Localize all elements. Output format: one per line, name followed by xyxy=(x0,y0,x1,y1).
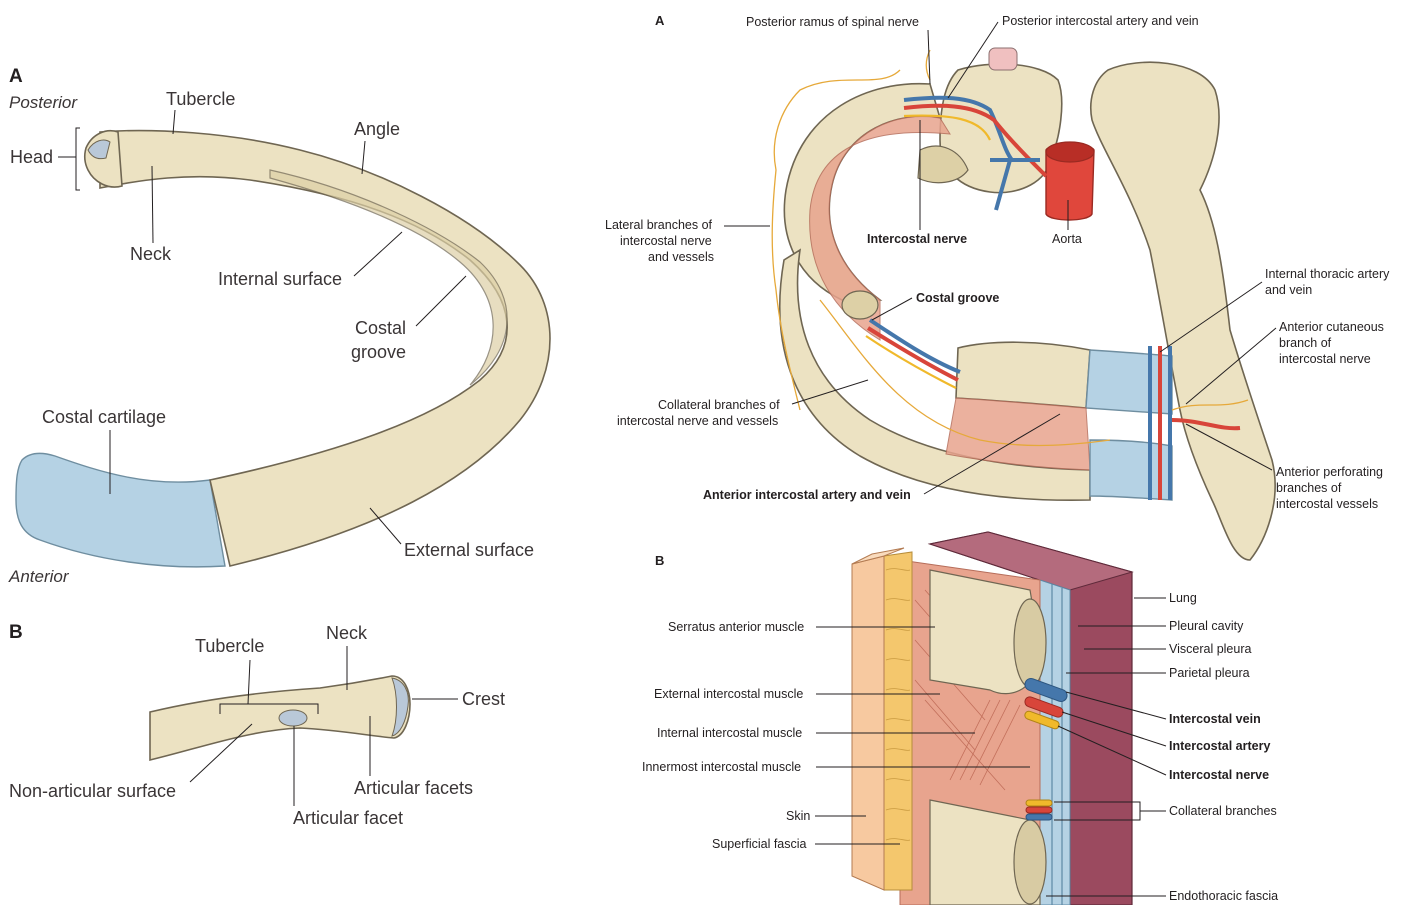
rib-posterior-end-illustration xyxy=(150,676,410,760)
external-surface-label: External surface xyxy=(404,540,534,560)
tubercle-b-label: Tubercle xyxy=(195,636,264,656)
tubercle-leader xyxy=(173,110,175,134)
head-leader xyxy=(58,128,80,190)
costal-groove-a-label: Costal groove xyxy=(916,291,999,305)
neck-label: Neck xyxy=(130,244,172,264)
panel-b-letter: B xyxy=(9,622,23,643)
panel-a-letter: A xyxy=(9,66,23,87)
spinal-cord-shape xyxy=(989,48,1017,70)
aorta-label: Aorta xyxy=(1052,232,1082,246)
posterior-intercostal-label: Posterior intercostal artery and vein xyxy=(1002,14,1199,28)
internal-thoracic-label-2: and vein xyxy=(1265,283,1312,297)
endothoracic-fascia-label: Endothoracic fascia xyxy=(1169,889,1278,903)
internal-thoracic-label-1: Internal thoracic artery xyxy=(1265,267,1390,281)
internal-intercostal-label: Internal intercostal muscle xyxy=(657,726,802,740)
parietal-pleura-label: Parietal pleura xyxy=(1169,666,1250,680)
angle-leader xyxy=(362,141,365,174)
lateral-branches-label-2: intercostal nerve xyxy=(620,234,712,248)
pleural-cavity-label: Pleural cavity xyxy=(1169,619,1244,633)
chest-wall-block-illustration xyxy=(852,532,1132,905)
posterior-label: Posterior xyxy=(9,93,78,112)
anterior-perforating-label-2: branches of xyxy=(1276,481,1342,495)
lateral-branches-label-3: and vessels xyxy=(648,250,714,264)
intercostal-nerve-b-label: Intercostal nerve xyxy=(1169,768,1269,782)
articular-facet-shape xyxy=(279,710,307,726)
internal-surface-label: Internal surface xyxy=(218,269,342,289)
articular-facet-label: Articular facet xyxy=(293,808,403,828)
posterior-ramus-label: Posterior ramus of spinal nerve xyxy=(746,15,919,29)
intercostal-artery-label: Intercostal artery xyxy=(1169,739,1270,753)
innermost-intercostal-label: Innermost intercostal muscle xyxy=(642,760,801,774)
collateral-a-label-1: Collateral branches of xyxy=(658,398,780,412)
panel-a-right-letter: A xyxy=(655,13,665,28)
anterior-rib-shape xyxy=(956,342,1090,408)
collateral-a-label-2: intercostal nerve and vessels xyxy=(617,414,778,428)
external-intercostal-label: External intercostal muscle xyxy=(654,687,803,701)
intercostal-nerve-a-label: Intercostal nerve xyxy=(867,232,967,246)
costal-groove-leader xyxy=(416,276,466,326)
rib-cross-section-shape xyxy=(842,291,878,319)
costal-groove-label-2: groove xyxy=(351,342,406,362)
anterior-cutaneous-label-1: Anterior cutaneous xyxy=(1279,320,1384,334)
panel-b-right-letter: B xyxy=(655,553,664,568)
collateral-branches-label: Collateral branches xyxy=(1169,804,1277,818)
skin-label: Skin xyxy=(786,809,810,823)
angle-label: Angle xyxy=(354,119,400,139)
serratus-anterior-label: Serratus anterior muscle xyxy=(668,620,804,634)
superficial-fascia-label: Superficial fascia xyxy=(712,837,807,851)
lateral-branches-label-1: Lateral branches of xyxy=(605,218,713,232)
non-articular-surface-label: Non-articular surface xyxy=(9,781,176,801)
anterior-perforating-label-1: Anterior perforating xyxy=(1276,465,1383,479)
anterior-perforating-label-3: intercostal vessels xyxy=(1276,497,1378,511)
articular-facets-label: Articular facets xyxy=(354,778,473,798)
anterior-label: Anterior xyxy=(8,567,70,586)
internal-surface-leader xyxy=(354,232,402,276)
rib-illustration xyxy=(16,131,550,567)
collateral-branches-shape xyxy=(1026,814,1052,820)
skin-shape xyxy=(852,556,884,890)
costal-groove-label-1: Costal xyxy=(355,318,406,338)
intercostal-vein-label: Intercostal vein xyxy=(1169,712,1261,726)
intercostal-vein-groove xyxy=(870,320,960,372)
head-label: Head xyxy=(10,147,53,167)
neck-b-label: Neck xyxy=(326,623,368,643)
anterior-cutaneous-label-3: intercostal nerve xyxy=(1279,352,1371,366)
costal-cartilage-shape xyxy=(16,453,225,566)
visceral-pleura-label: Visceral pleura xyxy=(1169,642,1252,656)
thorax-illustration xyxy=(772,48,1275,560)
costal-cartilage-label: Costal cartilage xyxy=(42,407,166,427)
tubercle-label: Tubercle xyxy=(166,89,235,109)
crest-label: Crest xyxy=(462,689,505,709)
anterior-cutaneous-label-2: branch of xyxy=(1279,336,1332,350)
intercostal-artery-groove xyxy=(868,328,958,380)
lung-label: Lung xyxy=(1169,591,1197,605)
anterior-intercostal-label: Anterior intercostal artery and vein xyxy=(703,488,911,502)
